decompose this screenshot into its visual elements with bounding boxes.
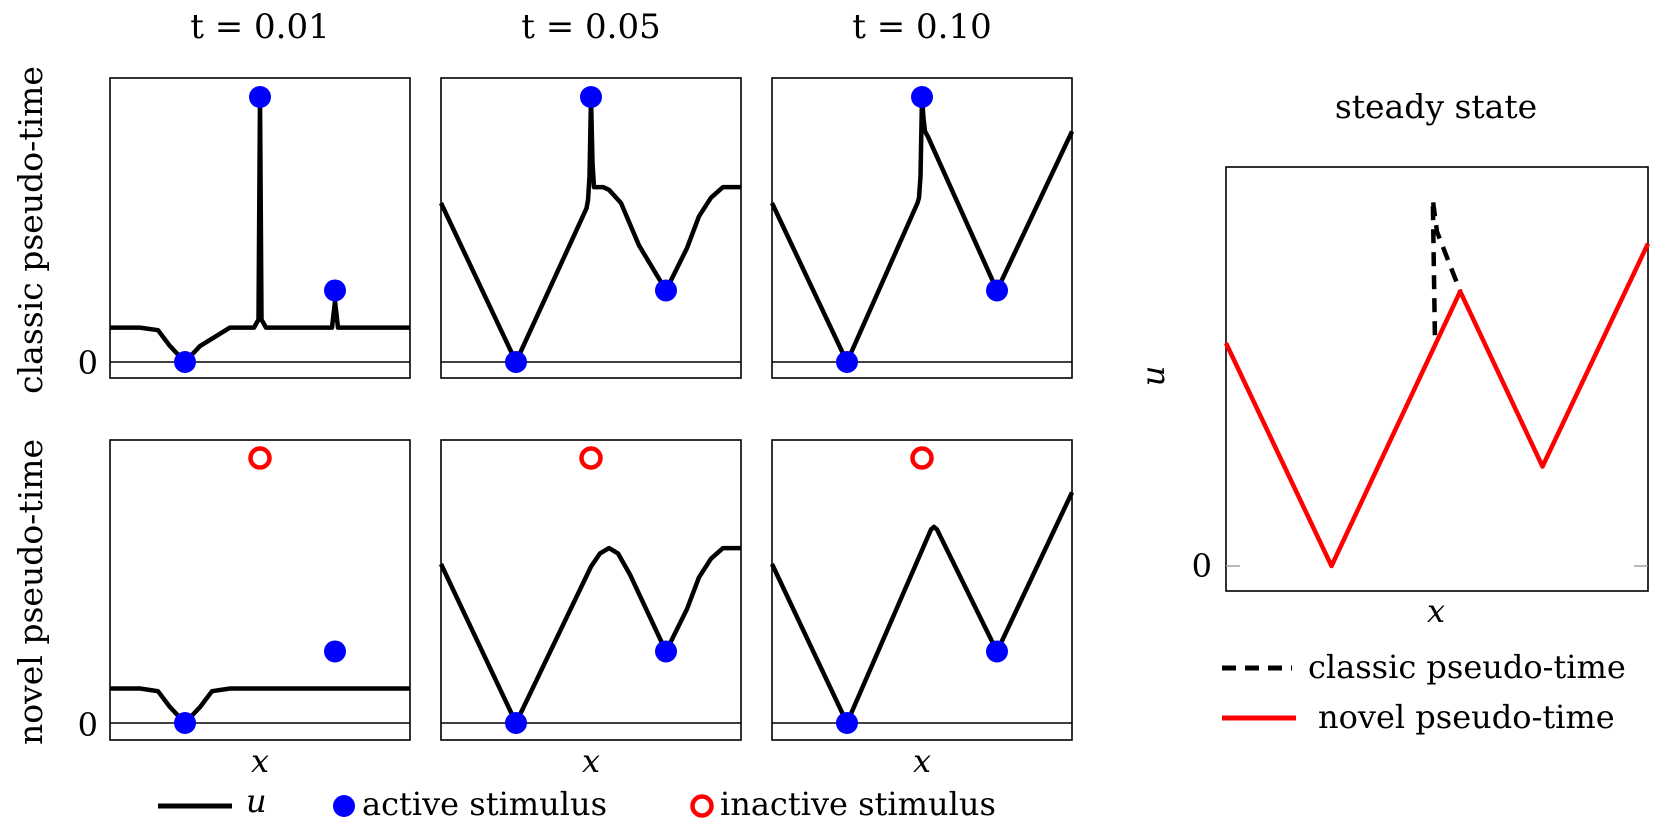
panel-2 xyxy=(438,77,742,379)
active-stimulus-marker xyxy=(324,279,346,302)
legend-active-label: active stimulus xyxy=(362,785,607,823)
legend-inactive-label: inactive stimulus xyxy=(720,785,996,823)
active-stimulus-marker xyxy=(505,712,527,734)
active-stimulus-marker xyxy=(505,351,527,373)
legend-novel-label: novel pseudo-time xyxy=(1318,698,1615,736)
row-label-classic: classic pseudo-time xyxy=(11,66,50,394)
panel-frame xyxy=(109,77,411,379)
active-stimulus-marker xyxy=(836,712,858,734)
active-stimulus-marker xyxy=(986,640,1008,663)
legend-u-label: u xyxy=(246,782,267,820)
legend-classic-label: classic pseudo-time xyxy=(1308,648,1626,686)
active-stimulus-marker xyxy=(836,351,858,373)
inactive-stimulus-marker xyxy=(910,446,934,470)
panel-frame xyxy=(440,77,742,379)
active-stimulus-marker xyxy=(174,712,196,734)
xlabel-col3: x xyxy=(913,742,931,780)
active-stimulus-marker xyxy=(324,640,346,663)
ytick-zero-top: 0 xyxy=(78,344,98,382)
panel-frame xyxy=(771,439,1073,741)
ylabel-steady: u xyxy=(1134,366,1172,387)
panel-frame xyxy=(771,77,1073,379)
active-stimulus-marker xyxy=(580,86,602,108)
inactive-stimulus-marker xyxy=(579,446,603,470)
active-stimulus-marker xyxy=(655,279,677,302)
legend-inactive-marker xyxy=(690,794,714,818)
title-steady-state: steady state xyxy=(1335,87,1537,126)
row-label-novel: novel pseudo-time xyxy=(11,439,50,745)
series-line-1 xyxy=(110,94,410,365)
panel-frame xyxy=(440,439,742,741)
bottom-legend: u active stimulus inactive stimulus xyxy=(158,782,996,823)
series-line-1 xyxy=(110,686,410,726)
panel-5 xyxy=(438,439,742,741)
panel-7 xyxy=(1223,166,1651,592)
ytick-zero-steady: 0 xyxy=(1192,547,1212,585)
active-stimulus-marker xyxy=(655,640,677,663)
panel-frame xyxy=(1225,166,1649,592)
series-line-2 xyxy=(1223,242,1651,569)
active-stimulus-marker xyxy=(249,86,271,108)
series-line-1 xyxy=(769,94,1075,365)
xlabel-steady: x xyxy=(1427,592,1445,630)
xlabel-col2: x xyxy=(582,742,600,780)
panel-1 xyxy=(109,77,411,379)
steady-legend: classic pseudo-time novel pseudo-time xyxy=(1222,648,1626,736)
title-t005: t = 0.05 xyxy=(521,7,660,47)
title-t010: t = 0.10 xyxy=(852,7,991,47)
xlabel-col1: x xyxy=(251,742,269,780)
series-line-1 xyxy=(438,545,741,726)
panel-6 xyxy=(769,439,1075,741)
active-stimulus-marker xyxy=(986,279,1008,302)
panel-3 xyxy=(769,77,1075,379)
active-stimulus-marker xyxy=(174,351,196,373)
active-stimulus-marker xyxy=(911,86,933,108)
series-line-1 xyxy=(438,94,741,365)
panels xyxy=(109,77,1651,741)
panel-4 xyxy=(109,439,411,741)
series-line-1 xyxy=(1430,197,1463,336)
inactive-stimulus-marker xyxy=(248,446,272,470)
ytick-zero-bottom: 0 xyxy=(78,706,98,744)
panel-frame xyxy=(109,439,411,741)
title-t001: t = 0.01 xyxy=(190,7,329,47)
series-line-1 xyxy=(769,491,1075,726)
legend-active-marker xyxy=(333,795,355,817)
